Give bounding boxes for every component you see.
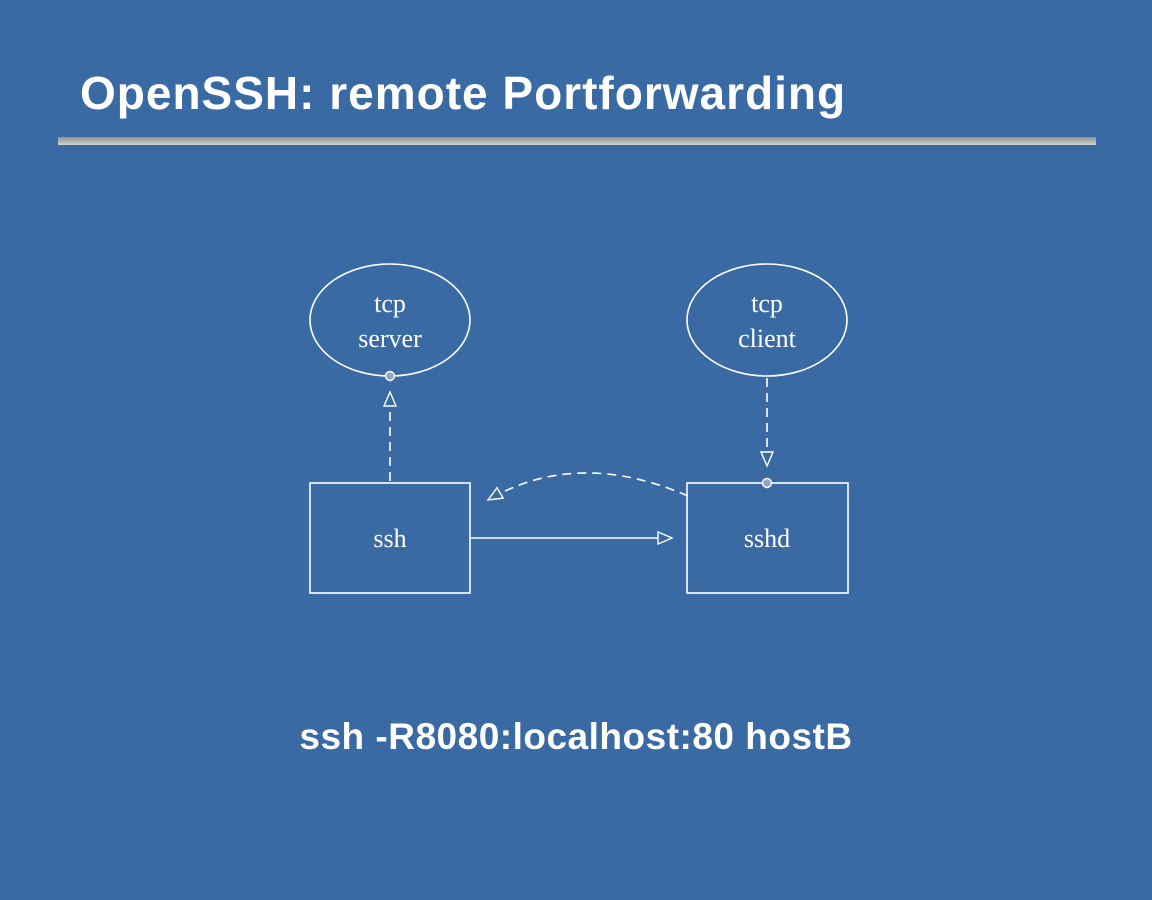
node-ssh: ssh bbox=[309, 482, 471, 594]
ssh-command-text: ssh -R8080:localhost:80 hostB bbox=[299, 716, 853, 757]
node-tcp-client: tcp client bbox=[686, 263, 848, 377]
sshd-label: sshd bbox=[744, 524, 790, 553]
sshd-port-dot bbox=[761, 477, 773, 489]
tcp-server-ellipse bbox=[309, 263, 471, 377]
slide-title: OpenSSH: remote Portforwarding bbox=[80, 67, 847, 119]
tcp-client-label-line1: tcp bbox=[751, 289, 783, 318]
tcp-server-label-line2: server bbox=[358, 324, 422, 353]
node-sshd: sshd bbox=[686, 482, 849, 594]
ssh-label: ssh bbox=[373, 524, 406, 553]
tcp-server-label-line1: tcp bbox=[374, 289, 406, 318]
tcp-client-label-line2: client bbox=[738, 324, 797, 353]
tcp-server-port-dot bbox=[384, 370, 396, 382]
title-divider bbox=[58, 137, 1096, 145]
tcp-client-ellipse bbox=[686, 263, 848, 377]
edge-sshd-to-ssh-curved-arrow bbox=[488, 472, 689, 500]
node-tcp-server: tcp server bbox=[309, 263, 471, 377]
